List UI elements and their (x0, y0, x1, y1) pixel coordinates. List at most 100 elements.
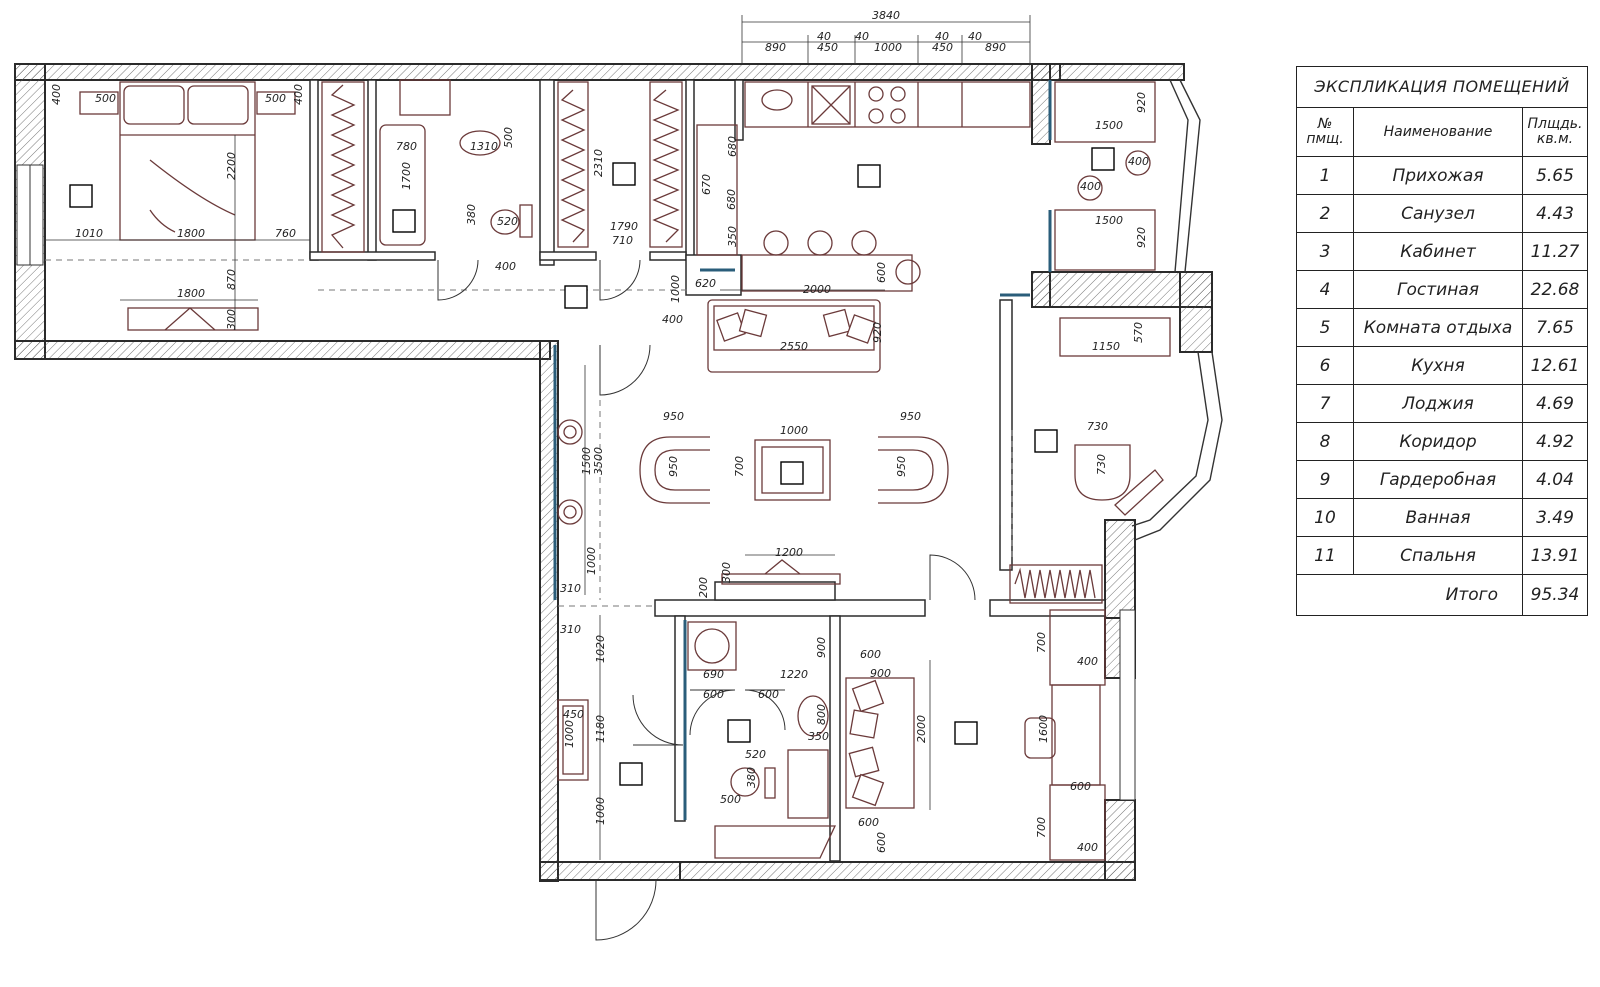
study-sofa (845, 677, 915, 809)
dimension-label: 400 (50, 84, 63, 105)
dimension-label: 350 (808, 730, 829, 743)
sink-wc (797, 695, 829, 737)
dimension-label: 700 (1035, 632, 1048, 653)
dimension-label: 350 (726, 226, 739, 247)
dimension-label: 1000 (594, 797, 607, 825)
dimension-label: 40 (855, 30, 869, 43)
kitchen-sink (761, 89, 793, 111)
total-area: 95.34 (1522, 574, 1587, 615)
dimension-label: 760 (275, 227, 296, 240)
rest-window-desk (1114, 469, 1164, 516)
dimension-label: 690 (703, 668, 724, 681)
study-chair (1024, 717, 1056, 759)
room-marker-11 (69, 184, 93, 208)
room-marker-4 (780, 461, 804, 485)
kitchen-counter (744, 81, 1031, 128)
dim-top-overall: 3840 (872, 9, 900, 22)
bar-counter (741, 254, 913, 292)
hall-cabinet (557, 699, 589, 781)
shower-wc (787, 749, 829, 819)
dimension-label: 1000 (563, 720, 576, 748)
room-marker-2 (727, 719, 751, 743)
study-shelf-top (1049, 609, 1106, 686)
total-label: Итого (1297, 574, 1523, 615)
room-num: 7 (1297, 384, 1354, 423)
dimension-label: 300 (720, 562, 733, 583)
sink-bathroom (459, 130, 501, 156)
dimension-label: 1310 (470, 140, 498, 153)
dishwasher (811, 85, 851, 125)
dimension-label: 1000 (669, 275, 682, 303)
room-name: Ванная (1353, 498, 1523, 537)
dimension-label: 400 (495, 260, 516, 273)
room-name: Гардеробная (1353, 460, 1523, 499)
loggia-table-left (1077, 175, 1103, 201)
total-row: Итого 95.34 (1297, 574, 1587, 615)
room-marker-10 (392, 209, 416, 233)
room-boundaries (45, 259, 1013, 607)
doors (437, 259, 1001, 941)
dimension-label: 2550 (780, 340, 808, 353)
rest-daybed (1059, 317, 1171, 357)
toilet-tank (519, 204, 533, 238)
coffee-table-top (761, 446, 824, 494)
room-name: Кухня (1353, 346, 1523, 385)
dimension-label: 700 (733, 456, 746, 477)
room-area: 13.91 (1522, 536, 1587, 575)
dimension-label: 1150 (1092, 340, 1120, 353)
dimension-label: 2310 (592, 149, 605, 177)
dimension-label: 780 (396, 140, 417, 153)
dimension-label: 1180 (594, 715, 607, 743)
speakers (557, 419, 583, 525)
tv-bedroom (164, 307, 216, 331)
washing-machine (687, 621, 737, 671)
dimension-label: 600 (1070, 780, 1091, 793)
explication-title: ЭКСПЛИКАЦИЯ ПОМЕЩЕНИЙ (1297, 67, 1587, 108)
dimension-label: 920 (1135, 92, 1148, 113)
tv-living (764, 559, 801, 575)
room-marker-5 (1034, 429, 1058, 453)
bath-counter (714, 825, 837, 859)
rest-armchair (1074, 444, 1131, 501)
dimension-label: 520 (745, 748, 766, 761)
dimension-label: 890 (985, 41, 1006, 54)
dimension-label: 40 (935, 30, 949, 43)
loggia-table-right (1125, 150, 1151, 176)
dimension-label: 500 (720, 793, 741, 806)
dimension-label: 310 (560, 623, 581, 636)
dimension-label: 890 (765, 41, 786, 54)
dimension-label: 680 (725, 189, 738, 210)
dimension-label: 2000 (915, 715, 928, 743)
dimension-label: 900 (815, 637, 828, 658)
dimension-label: 670 (700, 174, 713, 195)
dimension-label: 500 (265, 92, 286, 105)
room-name: Гостиная (1353, 270, 1523, 309)
dimension-lines (45, 15, 1031, 860)
room-area: 4.43 (1522, 194, 1587, 233)
room-area: 4.92 (1522, 422, 1587, 461)
dimension-label: 680 (726, 136, 739, 157)
header-num: № пмщ. (1297, 108, 1354, 157)
armchair-right (878, 436, 949, 504)
dimension-label: 450 (563, 708, 584, 721)
dimension-label: 920 (1135, 227, 1148, 248)
room-area: 11.27 (1522, 232, 1587, 271)
stove (868, 86, 906, 124)
bathtub (379, 124, 426, 246)
dimension-label: 570 (1132, 322, 1145, 343)
loggia-sofa-top (1054, 81, 1156, 143)
header-area: Плщдь. кв.м. (1522, 108, 1587, 157)
wardrobe-walkin (557, 81, 683, 248)
room-area: 4.04 (1522, 460, 1587, 499)
room-num: 11 (1297, 536, 1354, 575)
wardrobe-bedroom (321, 81, 365, 253)
dimension-label: 1790 (610, 220, 638, 233)
dimension-label: 400 (662, 313, 683, 326)
rest-shelf (1009, 564, 1103, 604)
